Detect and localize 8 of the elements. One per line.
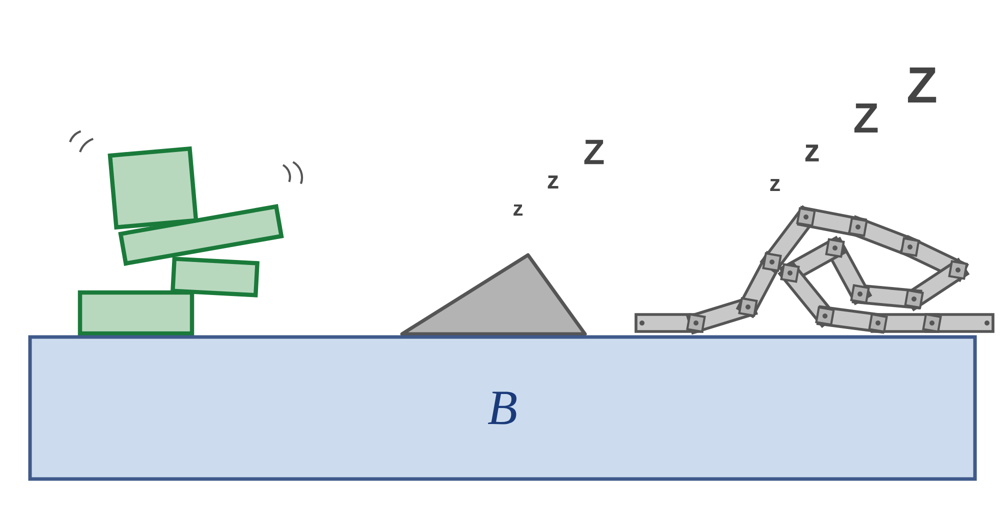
sleep-letter: z [548, 176, 558, 189]
sleep-letter: Z [854, 104, 878, 133]
ground-block: B [28, 335, 977, 481]
sleep-letter: Z [584, 140, 604, 164]
sleep-letter: z [805, 144, 819, 162]
sleep-letter: Z [908, 67, 936, 103]
sleep-letter: z [770, 178, 780, 192]
sleep-letter: z [514, 204, 523, 216]
